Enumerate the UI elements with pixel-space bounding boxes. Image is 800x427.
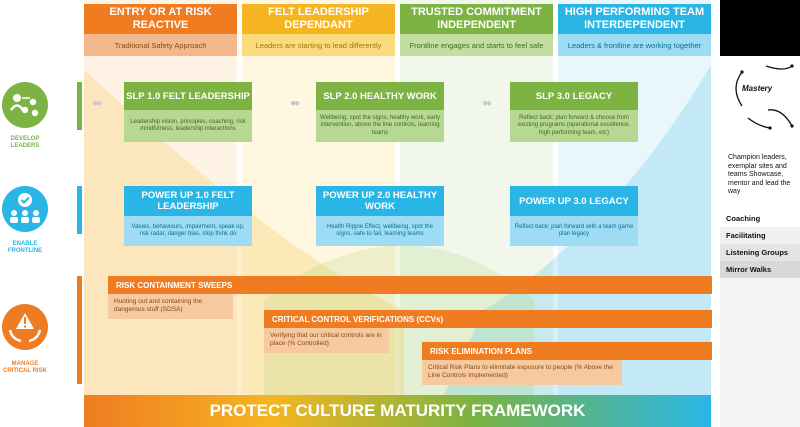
ccv-body: Verifying that our critical controls are… (264, 328, 389, 353)
right-top-black (720, 0, 800, 56)
footer-banner: PROTECT CULTURE MATURITY FRAMEWORK (84, 395, 711, 427)
enable-frontline-icon (2, 186, 48, 232)
footprints-icon: ●● (290, 98, 300, 109)
side-label-enable: ENABLE FRONTLINE (7, 241, 43, 254)
subheader-trusted: Frontline engages and starts to feel saf… (400, 34, 553, 56)
mastery-arrows-icon (735, 64, 794, 130)
right-bottom-fill (720, 278, 800, 427)
footprints-icon: ●● (482, 98, 492, 109)
enable-row-marker (77, 186, 82, 234)
powerup-3-body: Reflect back; plan forward with a team g… (510, 216, 638, 246)
manage-risk-icon (2, 304, 48, 350)
side-label-manage: MANAGE CRITICAL RISK (3, 361, 47, 374)
slp-1-title: SLP 1.0 FELT LEADERSHIP (124, 82, 252, 110)
risk-sweeps-body: Hunting out and containing the dangerous… (108, 294, 233, 319)
footer-title: PROTECT CULTURE MATURITY FRAMEWORK (209, 401, 586, 420)
header-felt-leadership: FELT LEADERSHIP DEPENDANT (242, 4, 395, 34)
elimination-bar: RISK ELIMINATION PLANS (422, 342, 712, 360)
side-label-develop: DEVELOP LEADERS (10, 136, 40, 149)
subheader-entry: Traditional Safety Approach (84, 34, 237, 56)
mastery-description: Champion leaders, exemplar sites and tea… (728, 154, 791, 195)
elimination-body: Critical Risk Plans to eliminate exposur… (422, 360, 622, 385)
activity-mirror-walks: Mirror Walks (720, 261, 800, 278)
header-trusted: TRUSTED COMMITMENT INDEPENDENT (400, 4, 553, 34)
slp-2-body: Wellbeing, spot the signs, healthy work,… (316, 110, 444, 142)
manage-row-marker (77, 276, 82, 384)
powerup-1-title: POWER UP 1.0 FELT LEADERSHIP (124, 186, 252, 216)
slp-1-body: Leadership vision, principles, coaching,… (124, 110, 252, 142)
mastery-panel: Mastery (720, 58, 800, 146)
slp-3-body: Reflect back; plan forward & choose from… (510, 110, 638, 142)
powerup-1-body: Values, behaviours, impairment, speak up… (124, 216, 252, 246)
ccv-bar: CRITICAL CONTROL VERIFICATIONS (CCVs) (264, 310, 712, 328)
powerup-2-title: POWER UP 2.0 HEALTHY WORK (316, 186, 444, 216)
powerup-2-body: Health Ripple Effect, wellbeing, spot th… (316, 216, 444, 246)
header-entry: ENTRY OR AT RISK REACTIVE (84, 4, 237, 34)
risk-sweeps-bar: RISK CONTAINMENT SWEEPS (108, 276, 712, 294)
subheader-felt-leadership: Leaders are starting to lead differently (242, 34, 395, 56)
header-high-performing: HIGH PERFORMING TEAM INTERDEPENDENT (558, 4, 711, 34)
activity-coaching: Coaching (720, 210, 800, 227)
slp-2-title: SLP 2.0 HEALTHY WORK (316, 82, 444, 110)
develop-row-marker (77, 82, 82, 130)
develop-leaders-icon (2, 82, 48, 128)
activity-listening-groups: Listening Groups (720, 244, 800, 261)
activity-facilitating: Facilitating (720, 227, 800, 244)
mastery-label: Mastery (742, 84, 773, 93)
subheader-high-performing: Leaders & frontline are working together (558, 34, 711, 56)
slp-3-title: SLP 3.0 LEGACY (510, 82, 638, 110)
footprints-icon: ●● (92, 98, 102, 109)
powerup-3-title: POWER UP 3.0 LEGACY (510, 186, 638, 216)
